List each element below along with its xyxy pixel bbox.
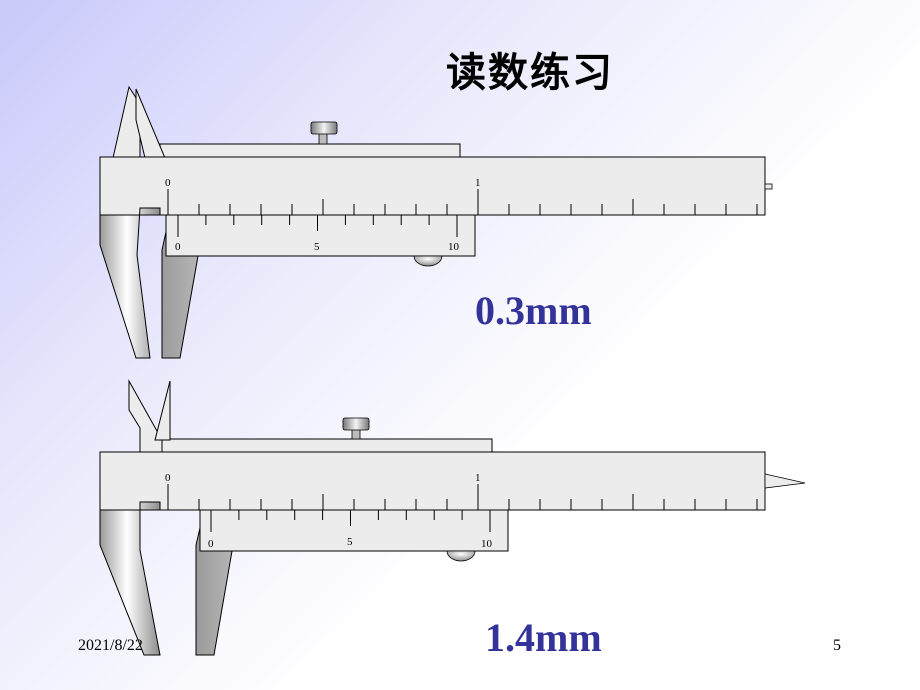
- caliper-1-slider-top: [159, 143, 461, 158]
- caliper-1-vernier-label-0: 0: [175, 241, 181, 253]
- caliper-2-depth-rod: [764, 473, 806, 489]
- caliper-2-vernier-label-5: 5: [347, 536, 353, 548]
- caliper-2: 0 1 0 5 10: [99, 379, 806, 656]
- caliper-2-upper-fixed-jaw: [128, 379, 163, 454]
- caliper-2-main-label-0: 0: [165, 472, 171, 484]
- caliper-2-reading: 1.4mm: [485, 615, 602, 660]
- caliper-2-vernier-scale: [210, 510, 491, 532]
- caliper-2-vernier-label-10: 10: [481, 538, 493, 550]
- caliper-1-main-beam: [99, 156, 766, 216]
- slide-title: 读数练习: [446, 50, 614, 96]
- caliper-2-main-beam: [99, 451, 766, 511]
- caliper-2-slider-top: [161, 438, 493, 453]
- caliper-1: 0 1 0 5 10: [99, 85, 773, 359]
- caliper-1-screw-stem: [318, 132, 328, 145]
- caliper-2-main-label-1: 1: [475, 472, 481, 484]
- caliper-1-main-scale: [167, 189, 758, 215]
- caliper-2-upper-moving-jaw: [154, 380, 171, 441]
- caliper-1-main-label-0: 0: [165, 177, 171, 189]
- caliper-1-vernier-scale: [177, 215, 458, 237]
- caliper-2-knob: [446, 550, 476, 562]
- caliper-1-vernier-label-5: 5: [314, 241, 320, 253]
- caliper-2-lower-fixed-jaw: [99, 501, 161, 656]
- caliper-1-reading: 0.3mm: [475, 288, 592, 333]
- caliper-1-main-label-1: 1: [475, 177, 481, 189]
- caliper-1-thumb-screw: [310, 121, 338, 135]
- caliper-2-thumb-screw: [342, 417, 370, 431]
- caliper-1-vernier-plate: [165, 214, 476, 257]
- caliper-1-lower-fixed-jaw: [99, 207, 161, 359]
- caliper-2-vernier-label-0: 0: [208, 538, 214, 550]
- page-number: 5: [833, 637, 841, 654]
- caliper-1-vernier-label-10: 10: [448, 241, 460, 253]
- caliper-2-main-scale: [167, 484, 758, 510]
- caliper-1-depth-rod: [764, 183, 773, 190]
- caliper-1-knob: [413, 255, 443, 267]
- caliper-2-vernier-plate: [199, 509, 509, 552]
- footer-date: 2021/8/22: [78, 637, 143, 654]
